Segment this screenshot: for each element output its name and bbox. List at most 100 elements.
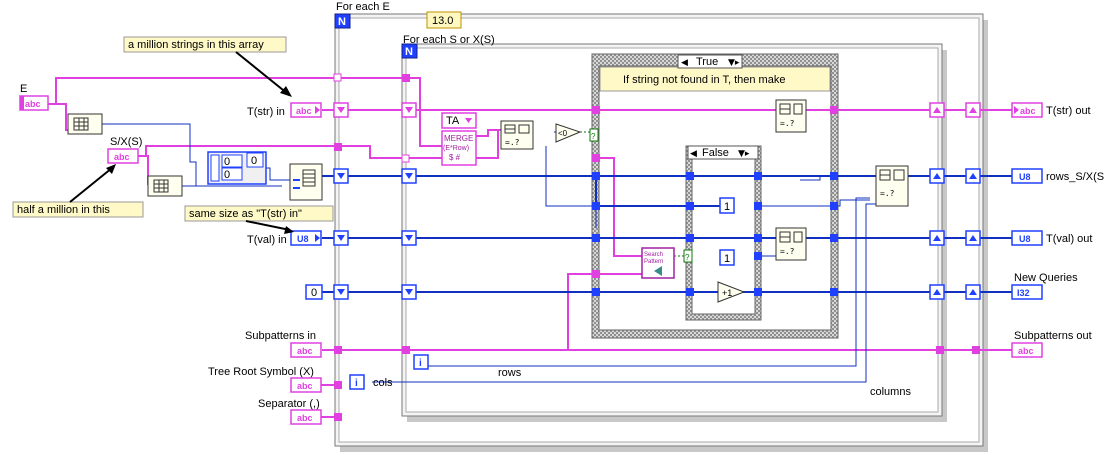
control-sxs[interactable]: abc: [107, 148, 139, 164]
indicator-subpatterns-out[interactable]: abc: [1011, 342, 1043, 358]
label-tree-root: Tree Root Symbol (X): [208, 366, 314, 378]
indicator-subpatterns-type: abc: [1018, 346, 1034, 356]
label-separator: Separator (,): [258, 398, 320, 410]
case-true-label: True: [696, 56, 718, 68]
label-E: E: [20, 83, 27, 95]
label-cols: cols: [373, 377, 393, 389]
annotation-half-million: half a million in this: [12, 164, 144, 218]
indicator-new-queries-type: I32: [1017, 288, 1030, 298]
case-false-left-arrow-icon[interactable]: ◀: [690, 149, 697, 159]
label-tval-out: T(val) out: [1046, 233, 1092, 245]
insert1-glyph: =.?: [780, 119, 795, 128]
case-false-label: False: [702, 147, 729, 159]
array-constant[interactable]: 0 0 0: [207, 151, 267, 185]
const-13[interactable]: 13.0: [426, 11, 462, 29]
search-pattern-subvi[interactable]: Search Pattern: [641, 247, 675, 279]
annotation-same-size-text: same size as "T(str) in": [189, 208, 302, 220]
indicator-rows-type: U8: [1019, 172, 1031, 182]
indicator-tval-type: U8: [1019, 234, 1031, 244]
control-subpatterns-type: abc: [297, 346, 313, 356]
case-selector-q: ?: [591, 132, 596, 141]
array-const-0a: 0: [224, 156, 230, 168]
init-array-node[interactable]: [289, 163, 323, 201]
search-pattern-line2: Pattern: [644, 259, 663, 265]
search-pattern-line1: Search: [644, 252, 663, 258]
array-size-node-2[interactable]: [147, 175, 183, 197]
const-zero-value: 0: [311, 287, 317, 299]
control-separator[interactable]: abc: [290, 409, 322, 425]
const-one-a[interactable]: 1: [719, 197, 735, 214]
control-tstr-in[interactable]: abc: [290, 102, 322, 118]
label-tstr-in: T(str) in: [247, 106, 285, 118]
thin-wires: [90, 123, 878, 383]
label-rows-sxs: rows_S/X(S: [1046, 171, 1104, 183]
control-E[interactable]: abc: [19, 95, 49, 111]
outer-loop-iteration[interactable]: i: [349, 374, 365, 390]
control-tstr-type: abc: [296, 106, 312, 116]
outer-loop-label: For each E: [336, 1, 390, 13]
search-pattern-q-terminal[interactable]: ?: [683, 249, 693, 263]
case-selector-true[interactable]: ◀ True ▼▸: [677, 54, 743, 69]
insert2-glyph: =.?: [780, 247, 795, 256]
case-left-arrow-icon[interactable]: ◀: [681, 58, 688, 68]
ta-ring-label: TA: [446, 115, 460, 127]
const-one-a-val: 1: [724, 201, 730, 213]
outer-loop-n-glyph: N: [338, 16, 346, 28]
indicator-tstr-type: abc: [1020, 106, 1036, 116]
lt-zero-label: <0: [558, 129, 568, 138]
indicator-tval-out[interactable]: U8: [1011, 230, 1043, 246]
search-glyph: =.?: [505, 138, 520, 147]
case-selector-terminal[interactable]: ?: [589, 128, 599, 142]
less-than-zero-node[interactable]: <0: [555, 123, 582, 143]
increment-node[interactable]: +1: [717, 281, 746, 303]
ta-dropdown-icon: [465, 118, 472, 123]
inner-loop-n-glyph: N: [405, 46, 413, 58]
label-subpatterns-in: Subpatterns in: [245, 330, 316, 342]
case-dropdown-icon[interactable]: ▼▸: [728, 58, 740, 68]
inner-loop-count-terminal[interactable]: N: [401, 43, 418, 59]
search-q: ?: [685, 253, 690, 262]
tunnels[interactable]: [333, 73, 981, 421]
label-rows: rows: [498, 367, 522, 379]
case-selector-false[interactable]: ◀ False ▼▸: [687, 145, 759, 160]
control-subpatterns-in[interactable]: abc: [290, 342, 322, 358]
const-one-b[interactable]: 1: [719, 249, 735, 266]
const-zero-row[interactable]: 0: [305, 284, 323, 300]
control-tval-in[interactable]: U8: [290, 230, 322, 246]
replace-glyph: =.?: [880, 189, 895, 198]
label-subpatterns-out: Subpatterns out: [1014, 330, 1092, 342]
replace-subset-node[interactable]: =.?: [875, 165, 909, 207]
merge-line3: $ #: [449, 153, 461, 162]
annotation-same-size: same size as "T(str) in": [184, 205, 334, 234]
indicator-new-queries[interactable]: I32: [1011, 284, 1043, 300]
const-one-b-val: 1: [724, 253, 730, 265]
array-const-0c: 0: [251, 155, 257, 167]
indicator-rows-sxs[interactable]: U8: [1011, 168, 1043, 184]
const-13-value: 13.0: [432, 15, 453, 27]
case-comment: If string not found in T, then make: [623, 74, 785, 86]
label-sxs: S/X(S): [110, 136, 142, 148]
control-tree-root[interactable]: abc: [290, 377, 322, 393]
indicator-tstr-out[interactable]: abc: [1011, 102, 1043, 118]
inner-loop-iteration[interactable]: i: [413, 354, 429, 370]
control-separator-type: abc: [297, 413, 313, 423]
case-false-dropdown-icon[interactable]: ▼▸: [738, 149, 750, 159]
control-E-type: abc: [25, 99, 41, 109]
search-array-node[interactable]: =.?: [500, 120, 534, 150]
control-sxs-type: abc: [114, 152, 130, 162]
control-tree-root-type: abc: [297, 381, 313, 391]
inner-i-glyph: i: [419, 358, 422, 369]
label-new-queries: New Queries: [1014, 272, 1078, 284]
label-columns: columns: [870, 386, 911, 398]
increment-label: +1: [722, 288, 732, 298]
insert-array-node-2[interactable]: =.?: [775, 227, 807, 261]
inner-loop-label: For each S or X(S): [403, 34, 495, 46]
merge-line2: (E*Row): [443, 145, 469, 152]
array-size-node-1[interactable]: [67, 113, 103, 135]
merge-subvi[interactable]: MERGE (E*Row) $ #: [441, 130, 477, 166]
outer-i-glyph: i: [355, 378, 358, 389]
insert-array-node-1[interactable]: =.?: [775, 99, 807, 133]
outer-loop-count-terminal[interactable]: N: [334, 13, 351, 29]
ta-ring-constant[interactable]: TA: [441, 112, 477, 129]
